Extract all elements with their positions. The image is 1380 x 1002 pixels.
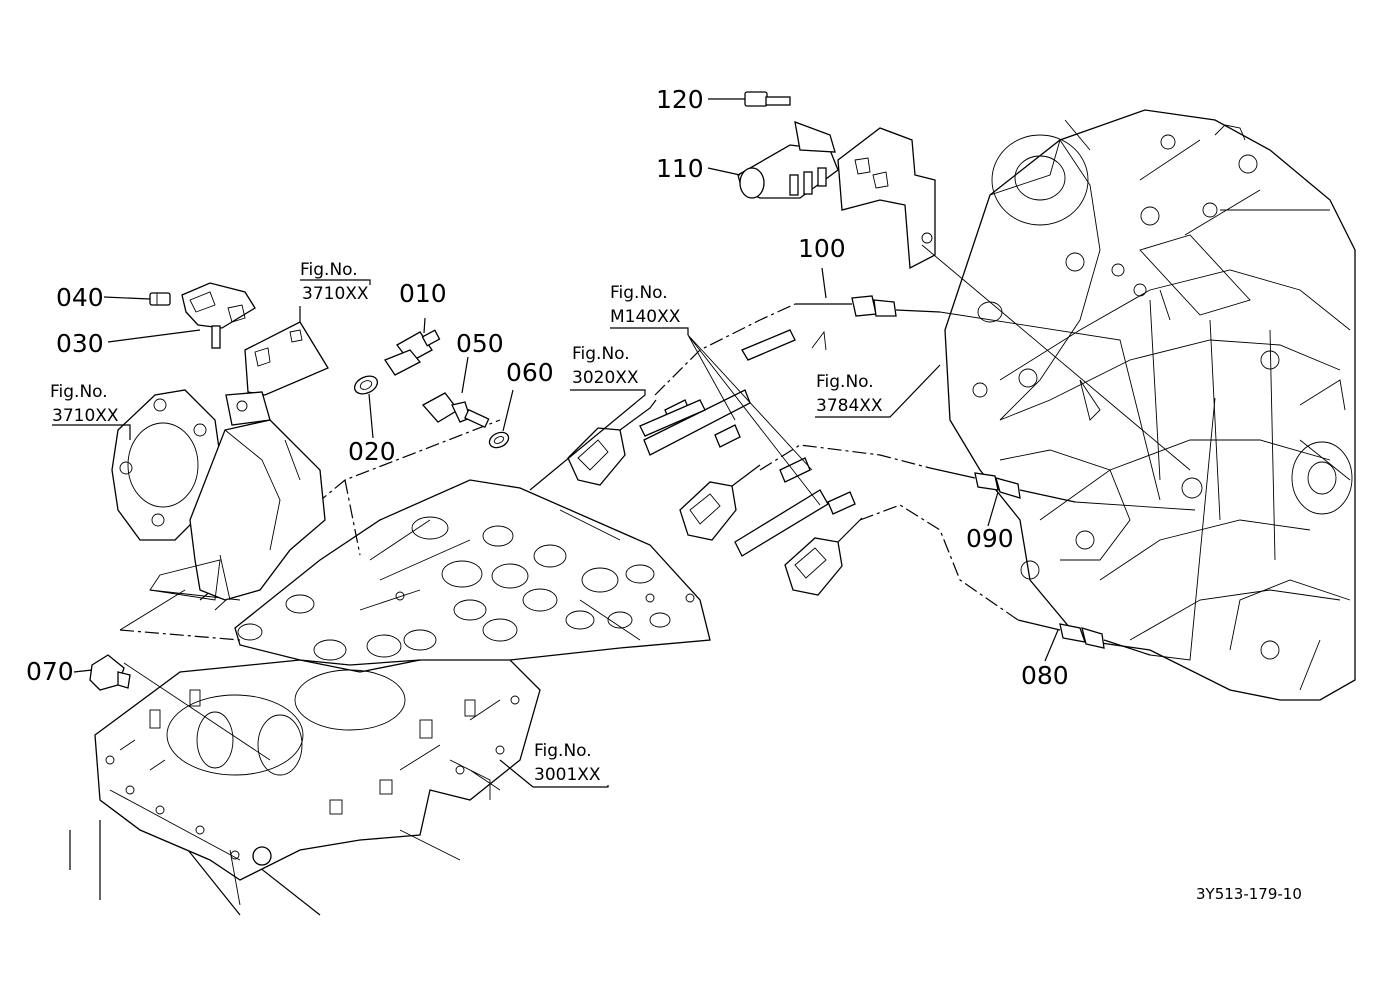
fig-ref-5-label: Fig.No. bbox=[816, 372, 874, 392]
fig-ref-4-code: 3020XX bbox=[572, 368, 639, 388]
part-110-differential-pressure-sensor[interactable] bbox=[737, 120, 839, 199]
label-part-090: 090 bbox=[966, 524, 1014, 553]
part-100-exhaust-temp-sensor[interactable] bbox=[795, 295, 941, 317]
figure-references: Fig.No. 3710XX Fig.No. 3710XX Fig.No. M1… bbox=[50, 260, 883, 785]
fig-ref-3-code: M140XX bbox=[610, 307, 681, 327]
fig-ref-1-code: 3710XX bbox=[302, 284, 369, 304]
fig-ref-6-code: 3001XX bbox=[534, 765, 601, 785]
part-number-labels: 010 020 030 040 050 060 070 080 090 100 … bbox=[26, 85, 1069, 690]
label-part-020: 020 bbox=[348, 437, 396, 466]
label-part-050: 050 bbox=[456, 329, 504, 358]
fig-ref-2-code: 3710XX bbox=[52, 406, 119, 426]
part-080-exhaust-temp-sensor[interactable] bbox=[1017, 619, 1151, 656]
fig-ref-4-label: Fig.No. bbox=[572, 344, 630, 364]
pressure-sensor-bracket-drawing bbox=[837, 127, 936, 270]
label-part-120: 120 bbox=[656, 85, 704, 114]
sensor-bracket-drawing bbox=[225, 321, 329, 426]
part-060-washer[interactable] bbox=[487, 429, 511, 450]
exhaust-manifold-drawing bbox=[111, 389, 326, 601]
fig-ref-3-label: Fig.No. bbox=[610, 283, 668, 303]
engine-block-drawing bbox=[69, 649, 541, 916]
fig-ref-2-label: Fig.No. bbox=[50, 382, 108, 402]
turbocharger-housing-drawing bbox=[944, 109, 1356, 701]
part-010-coolant-temp-sensor[interactable] bbox=[384, 329, 441, 376]
part-120-bolt[interactable] bbox=[744, 91, 791, 107]
label-part-060: 060 bbox=[506, 358, 554, 387]
cylinder-head-drawing bbox=[119, 419, 711, 666]
leader-lines bbox=[52, 98, 1216, 788]
part-050-temp-sensor[interactable] bbox=[421, 392, 490, 429]
part-030-speed-sensor[interactable] bbox=[181, 282, 256, 349]
fig-ref-1-label: Fig.No. bbox=[300, 260, 358, 280]
label-part-010: 010 bbox=[399, 279, 447, 308]
part-070-oil-pressure-switch[interactable] bbox=[89, 654, 131, 691]
fig-ref-6-label: Fig.No. bbox=[534, 741, 592, 761]
label-part-110: 110 bbox=[656, 154, 704, 183]
label-part-040: 040 bbox=[56, 283, 104, 312]
label-part-100: 100 bbox=[798, 234, 846, 263]
drawing-code: 3Y513-179-10 bbox=[1196, 885, 1302, 903]
label-part-030: 030 bbox=[56, 329, 104, 358]
harness-connectors-drawing bbox=[567, 303, 1019, 621]
label-part-080: 080 bbox=[1021, 661, 1069, 690]
label-part-070: 070 bbox=[26, 657, 74, 686]
part-020-washer[interactable] bbox=[352, 373, 381, 398]
part-040-bolt[interactable] bbox=[149, 292, 171, 306]
fig-ref-5-code: 3784XX bbox=[816, 396, 883, 416]
part-090-exhaust-temp-sensor[interactable] bbox=[929, 467, 1076, 503]
